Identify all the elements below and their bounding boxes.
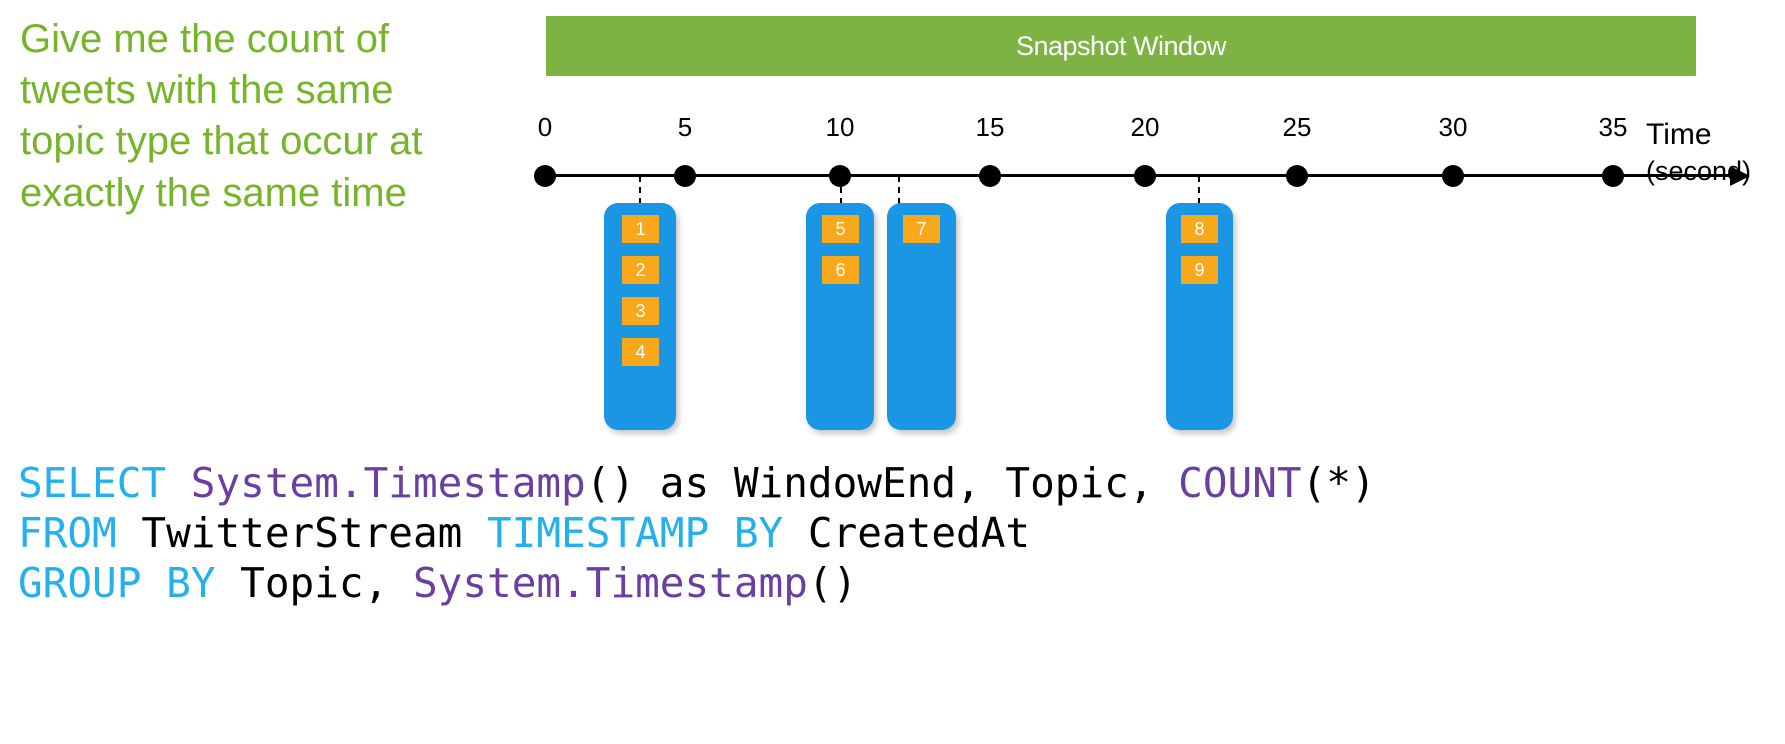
event-chip: 4 [622, 338, 659, 366]
axis-title-time: Time [1646, 118, 1712, 151]
sql-token: TIMESTAMP BY [487, 509, 808, 557]
timeline-tick-label: 0 [537, 112, 553, 142]
snapshot-window-band: Snapshot Window [546, 16, 1696, 76]
timeline-tick-label: 30 [1438, 112, 1468, 142]
sql-token: Topic, [240, 559, 413, 607]
timeline-tick-label: 5 [677, 112, 693, 142]
sql-token: CreatedAt [807, 509, 1031, 557]
timeline-tick-dot [1286, 165, 1308, 187]
timeline-tick-label: 20 [1130, 112, 1160, 142]
event-group-box: 7 [887, 203, 956, 430]
prompt-description-text: Give me the count of tweets with the sam… [20, 17, 423, 215]
timeline-axis-line [545, 174, 1740, 177]
sql-line: FROM TwitterStream TIMESTAMP BY CreatedA… [18, 508, 1376, 558]
sql-line: GROUP BY Topic, System.Timestamp() [18, 558, 1376, 608]
sql-token: (*) [1301, 459, 1376, 507]
event-chip: 2 [622, 256, 659, 284]
event-chip: 3 [622, 297, 659, 325]
axis-unit-second: (second) [1646, 156, 1752, 186]
sql-token: SELECT [18, 459, 191, 507]
sql-token: GROUP BY [18, 559, 241, 607]
event-chip: 8 [1181, 215, 1218, 243]
timeline-tick-dot [979, 165, 1001, 187]
timeline-tick-label: 35 [1598, 112, 1628, 142]
timeline-tick-dot [1134, 165, 1156, 187]
sql-query-code: SELECT System.Timestamp() as WindowEnd, … [18, 458, 1376, 608]
event-group-box: 1 2 3 4 [604, 203, 676, 430]
sql-token: COUNT [1178, 459, 1302, 507]
timeline-tick-label: 25 [1282, 112, 1312, 142]
timeline-tick-dot [1442, 165, 1464, 187]
event-chip: 7 [903, 215, 940, 243]
sql-token: () as WindowEnd, Topic, [585, 459, 1179, 507]
snapshot-window-label: Snapshot Window [1015, 30, 1227, 61]
event-chip: 5 [822, 215, 859, 243]
timeline-tick-label: 15 [975, 112, 1005, 142]
event-chip: 1 [622, 215, 659, 243]
timeline-tick-dot [534, 165, 556, 187]
timeline-tick-label: 10 [825, 112, 855, 142]
sql-token: () [807, 559, 858, 607]
event-chip: 6 [822, 256, 859, 284]
timeline-tick-dot [674, 165, 696, 187]
timeline-arrow-icon [1730, 166, 1750, 186]
sql-token: System.Timestamp [412, 559, 808, 607]
timeline-tick-dot [829, 165, 851, 187]
sql-line: SELECT System.Timestamp() as WindowEnd, … [18, 458, 1376, 508]
sql-token: FROM [18, 509, 142, 557]
event-chip: 9 [1181, 256, 1218, 284]
timeline-tick-dot [1602, 165, 1624, 187]
sql-token: TwitterStream [141, 509, 487, 557]
sql-token: System.Timestamp [190, 459, 586, 507]
